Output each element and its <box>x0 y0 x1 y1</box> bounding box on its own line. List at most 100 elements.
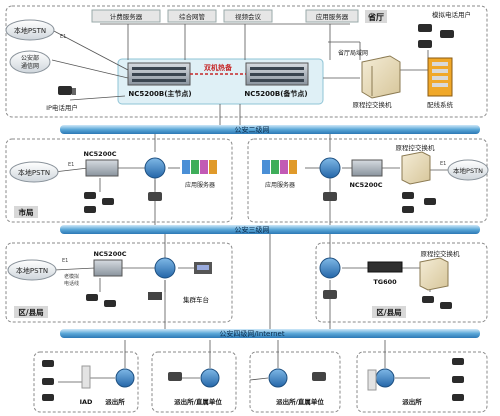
nc5200b-main-label: NC5200B(主节点) <box>128 89 191 98</box>
level2-network-label: 公安二级网 <box>235 125 270 134</box>
city-right-ip-phone-icon <box>323 192 337 201</box>
province-e1-label-1: E1 <box>60 34 66 40</box>
level3-network-label: 公安三级网 <box>235 225 270 234</box>
province-pstn-cloud: 本地PSTN <box>5 19 55 41</box>
nc5200b-backup-node <box>245 62 309 86</box>
analog-phone-icon <box>418 24 454 48</box>
county-right-tg600 <box>367 261 403 273</box>
odf-system <box>427 57 453 97</box>
server-billing-label: 计费服务器 <box>110 12 143 21</box>
station2-router-icon <box>200 368 220 388</box>
county-left-trunking-icon <box>148 292 162 300</box>
station2-label: 派出所/直属单位 <box>174 397 222 406</box>
station1-phone-icon <box>42 360 54 401</box>
county-right-title: 区/县局 <box>376 308 401 317</box>
province-pbx-label: 原程控交换机 <box>353 100 393 109</box>
city-left-app-server-icon <box>182 160 217 174</box>
server-app-label: 应用服务器 <box>316 12 349 21</box>
county-left-phone-icon <box>86 294 116 307</box>
station-frame-1 <box>33 351 139 413</box>
county-left-device-label: NC5200C <box>93 250 126 258</box>
ip-users-label: IP电话用户 <box>46 103 78 112</box>
city-right-phone-icon <box>402 192 436 213</box>
station3-router-icon <box>268 368 288 388</box>
city-left-phone-icon <box>84 192 114 213</box>
station4-router-icon <box>375 368 395 388</box>
svg-text:本地PSTN: 本地PSTN <box>18 168 50 177</box>
svg-text:本地PSTN: 本地PSTN <box>14 26 46 35</box>
police-net-line-1: 公安部 <box>21 54 39 62</box>
county-left-trunking-label: 集群车台 <box>183 295 209 304</box>
county-left-router-icon <box>154 257 176 279</box>
county-right-phone-icon <box>422 296 452 309</box>
nc5200b-main-node <box>127 62 191 86</box>
county-left-analog-line-2: 电话线 <box>64 280 79 287</box>
county-right-router-icon <box>319 257 341 279</box>
city-left-device-label: NC5200C <box>83 150 116 158</box>
police-net-line-2: 通信网 <box>21 62 39 70</box>
city-right-app-server-icon <box>262 160 297 174</box>
county-left-frame <box>5 242 233 323</box>
city-left-e1: E1 <box>68 162 74 168</box>
station3-label: 派出所/直属单位 <box>276 397 324 406</box>
station4-label: 派出所 <box>402 397 422 406</box>
province-pbx <box>361 55 401 99</box>
analog-users-label: 模拟电话用户 <box>432 10 471 19</box>
city-left-app-server-label: 应用服务器 <box>185 181 215 189</box>
city-right-nc5200c <box>351 159 383 177</box>
level4-network-bus <box>60 329 480 338</box>
city-right-e1: E1 <box>440 161 446 167</box>
city-right-pstn-cloud: 本地PSTN <box>447 159 489 181</box>
station1-router-icon <box>115 368 135 388</box>
odf-label: 配线系统 <box>427 100 454 109</box>
station4-phone-icon <box>452 358 464 401</box>
station3-ip-phone-icon <box>312 372 326 381</box>
county-right-device-label: TG600 <box>373 278 397 286</box>
city-right-frame <box>247 138 488 223</box>
county-left-analog-line-1: 老模拟 <box>64 273 79 280</box>
station1-label: 派出所 <box>105 397 125 406</box>
county-right-frame <box>315 242 488 323</box>
station-frame-3 <box>249 351 341 413</box>
svg-text:本地PSTN: 本地PSTN <box>453 166 483 175</box>
station4-iad-device <box>367 369 377 391</box>
city-right-pbx <box>401 151 431 185</box>
station1-iad-device <box>81 365 91 389</box>
city-left-frame <box>5 138 233 223</box>
city-left-ip-phone-icon <box>148 192 162 201</box>
station1-iad-label: IAD <box>80 398 93 406</box>
police-net-cloud: 公安部 通信网 <box>9 50 51 74</box>
server-video-label: 视频会议 <box>235 12 262 21</box>
server-nms-label: 综合网管 <box>179 12 206 21</box>
county-left-e1: E1 <box>62 258 68 264</box>
city-left-title: 市局 <box>19 207 34 217</box>
city-left-router-icon <box>144 157 166 179</box>
server-row: 计费服务器 综合网管 视频会议 应用服务器 <box>91 9 359 23</box>
station-frame-4 <box>356 351 488 413</box>
city-right-device-label: NC5200C <box>349 181 382 189</box>
county-left-pstn-cloud: 本地PSTN <box>7 259 57 281</box>
city-right-pbx-label: 原程控交换机 <box>396 143 436 152</box>
county-left-nc5200c <box>93 259 123 277</box>
province-lan-label: 省厅局域网 <box>338 49 368 57</box>
level2-network-bus <box>60 125 480 134</box>
svg-text:本地PSTN: 本地PSTN <box>16 266 48 275</box>
station-frame-2 <box>151 351 237 413</box>
station2-ip-phone-icon <box>168 372 182 381</box>
county-right-pbx-label: 原程控交换机 <box>421 249 461 258</box>
city-right-router-icon <box>319 157 341 179</box>
county-right-ip-phone-icon <box>323 290 337 299</box>
ip-phone-icon <box>58 86 76 95</box>
connection-lines <box>51 23 456 383</box>
hot-standby-label: 双机热备 <box>204 63 233 72</box>
level3-network-bus <box>60 225 480 234</box>
county-left-title: 区/县局 <box>18 308 43 317</box>
county-right-pbx <box>419 257 449 291</box>
county-left-radio-icon <box>194 262 212 274</box>
province-region-frame <box>5 5 488 118</box>
nc5200b-backup-label: NC5200B(备节点) <box>244 89 307 98</box>
city-right-app-server-label: 应用服务器 <box>265 181 295 189</box>
city-left-nc5200c <box>85 159 119 177</box>
province-title: 省厅 <box>367 12 384 22</box>
